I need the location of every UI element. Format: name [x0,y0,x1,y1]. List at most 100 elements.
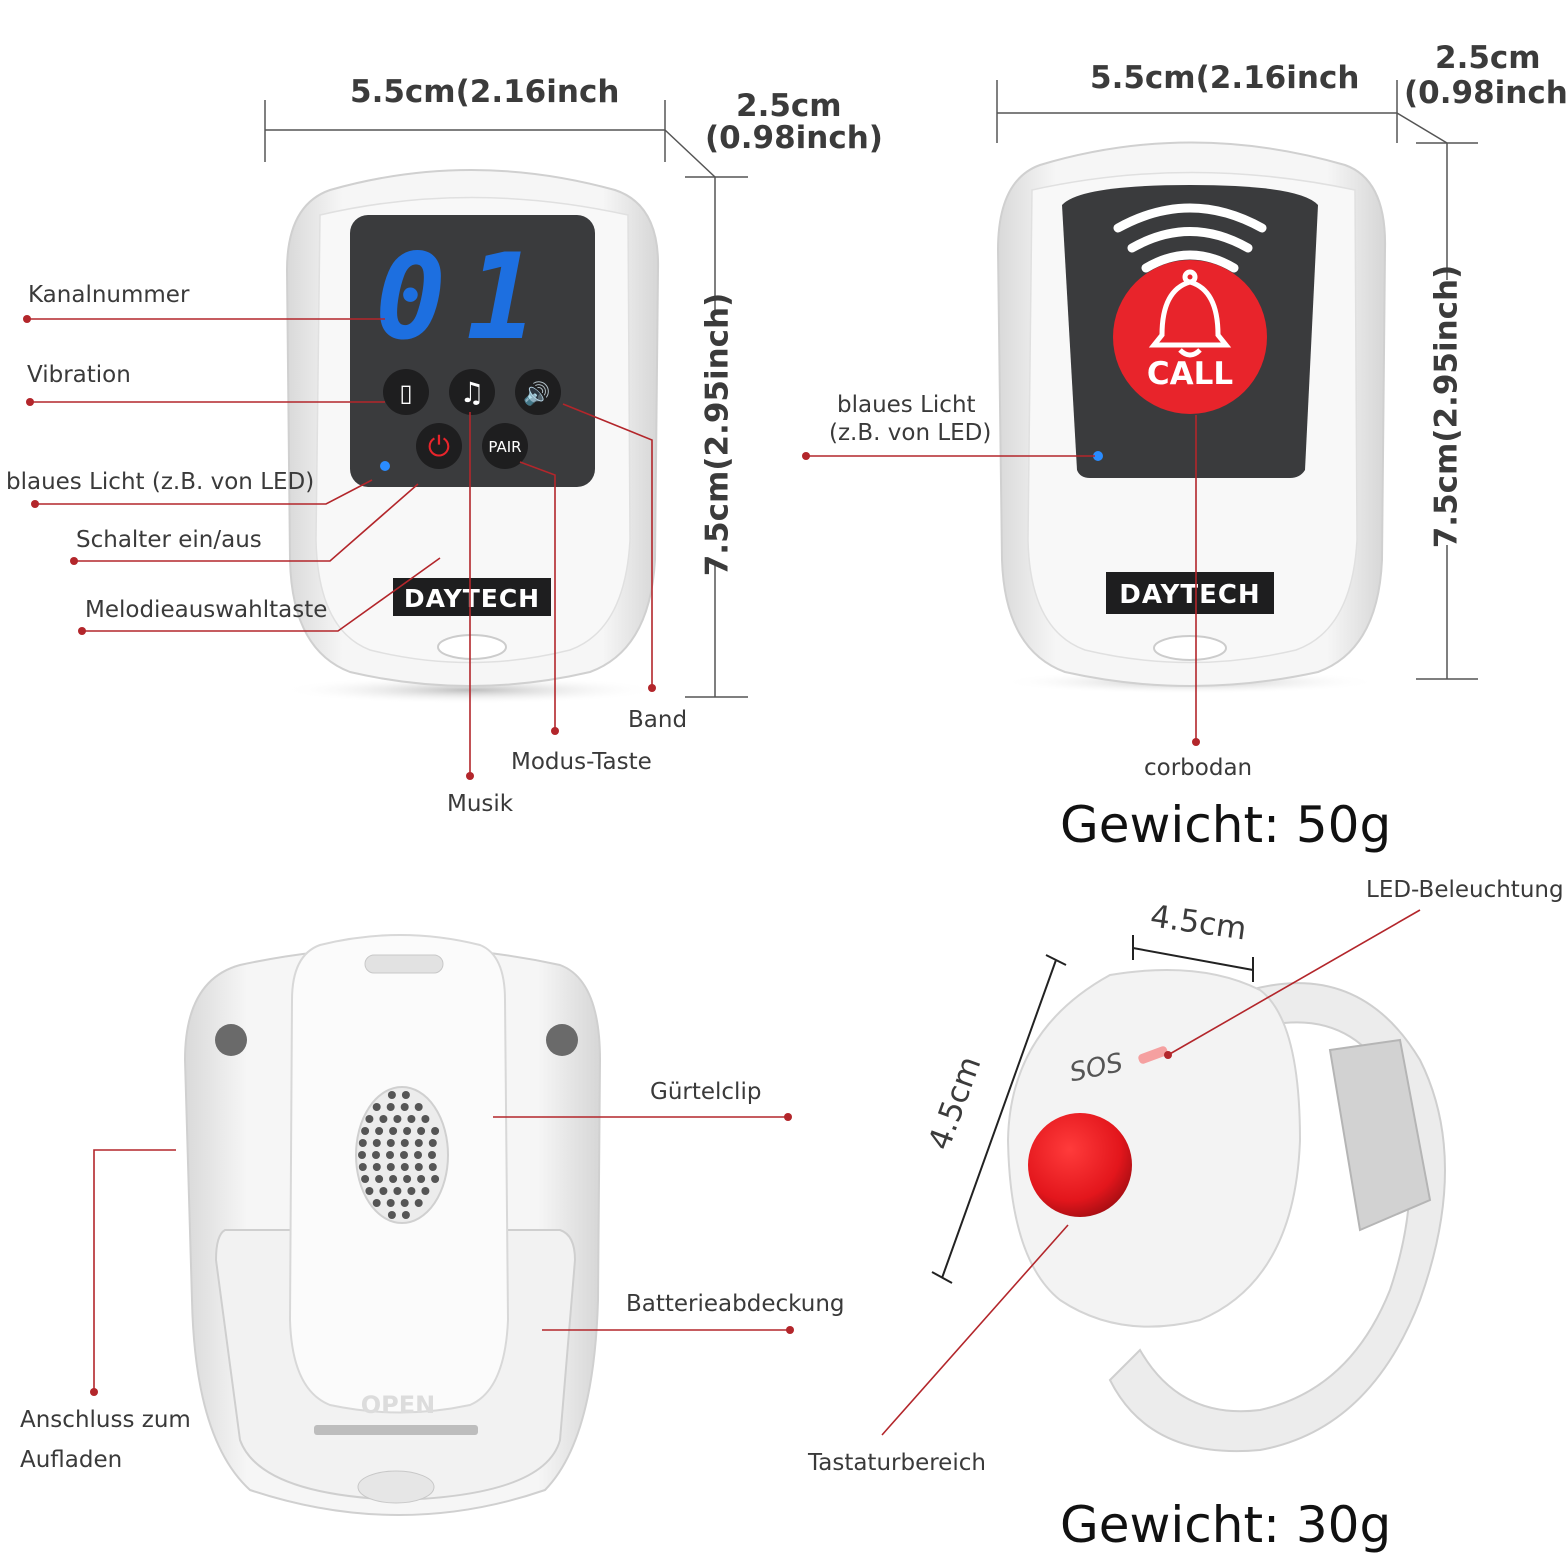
speaker-hole [431,1127,440,1135]
watch-body [1006,969,1302,1328]
pair-button[interactable] [482,423,528,469]
transmitter-width-label: 5.5cm(2.16inch [1090,60,1360,96]
speaker-hole [365,1187,374,1195]
label-keypad-area: Tastaturbereich [808,1450,986,1476]
screw-hole-right [546,1024,578,1056]
receiver-brand: DAYTECH [404,584,540,613]
transmitter-height-label: 7.5cm(2.95inch) [1428,264,1465,549]
label-vibration: Vibration [27,362,131,388]
speaker-hole [428,1151,436,1159]
transmitter-dimensions [996,80,1478,680]
speaker-hole [414,1151,422,1159]
speaker-hole [401,1091,410,1099]
channel-display: 01 [375,228,557,366]
bell-icon [1148,269,1232,358]
vibration-button[interactable] [383,369,429,415]
speaker-hole [400,1163,409,1171]
receiver-device: 01 ▯ ♫ 🔊 ⏻ PAIR DAYTECH [280,169,660,704]
speaker-hole [393,1187,402,1195]
speaker-hole [414,1199,423,1207]
receiver-lanyard-hole [437,634,507,660]
speaker-holes [358,1091,440,1219]
transmitter-device: CALL DAYTECH [996,141,1387,694]
volume-button[interactable] [515,369,561,415]
power-icon: ⏻ [428,430,450,463]
watch-leader-dots [1164,1051,1172,1059]
speaker-icon: 🔊 [523,380,550,407]
call-label: CALL [1147,356,1233,392]
speaker-hole [358,1163,367,1171]
speaker-hole [393,1115,402,1123]
speaker-hole [386,1151,394,1159]
label-led-lighting: LED-Beleuchtung [1366,877,1564,903]
label-music: Musik [447,791,514,817]
sos-watch: SOS [1006,969,1446,1453]
speaker-hole [361,1175,370,1183]
speaker-hole [414,1103,423,1111]
speaker-hole [375,1127,384,1135]
transmitter-leaders [806,415,1197,742]
transmitter-lanyard-hole [1153,635,1227,661]
label-blue-light: blaues Licht (z.B. von LED) [6,469,315,495]
speaker-hole [431,1175,440,1183]
speaker-hole [358,1151,366,1159]
vibration-icon: ▯ [399,379,412,407]
speaker-hole [386,1163,395,1171]
speaker-hole [387,1211,396,1219]
speaker-hole [417,1175,426,1183]
label-mode-button: Modus-Taste [511,749,652,775]
transmitter-blue-led [1093,451,1103,461]
label-corbodan: corbodan [1144,755,1253,781]
sos-button[interactable] [1028,1113,1132,1217]
open-label: OPEN [361,1391,435,1419]
receiver-leaders [27,318,653,776]
label-melody-button: Melodieauswahltaste [85,597,328,623]
power-button[interactable] [416,423,462,469]
speaker-hole [372,1103,381,1111]
receiver-depth-label-2: (0.98inch) [705,120,883,156]
speaker-hole [372,1151,380,1159]
speaker-hole [421,1187,430,1195]
receiver-dimensions [264,100,748,698]
speaker-hole [401,1211,410,1219]
speaker-hole [372,1163,381,1171]
transmitter-weight: Gewicht: 50g [1060,796,1392,854]
label-blue-light-1: blaues Licht [837,392,976,418]
speaker-hole [414,1139,423,1147]
label-charging-port-1: Anschluss zum [20,1407,191,1433]
speaker-hole [400,1103,409,1111]
speaker-hole [421,1115,430,1123]
receiver-width-label: 5.5cm(2.16inch [350,74,620,110]
speaker-hole [389,1175,398,1183]
label-belt-clip: Gürtelclip [650,1079,762,1105]
label-blue-light-2: (z.B. von LED) [829,420,992,446]
transmitter-leader-dots [802,452,1200,746]
transmitter-brand: DAYTECH [1119,580,1260,610]
speaker-hole [403,1127,412,1135]
back-device: OPEN [183,934,602,1516]
back-leader-dots [90,1113,794,1396]
speaker-hole [386,1199,395,1207]
watch-leaders [881,909,1421,1436]
receiver-height-label: 7.5cm(2.95inch) [699,292,736,577]
speaker-hole [365,1115,374,1123]
label-charging-port-2: Aufladen [20,1447,123,1473]
music-button[interactable] [449,369,495,415]
speaker-hole [389,1127,398,1135]
watch-weight: Gewicht: 30g [1060,1496,1392,1554]
receiver-depth-label-1: 2.5cm [736,88,842,124]
speaker-hole [400,1151,408,1159]
speaker-hole [428,1139,437,1147]
speaker-hole [387,1091,396,1099]
music-icon: ♫ [459,376,484,409]
call-button[interactable] [1113,260,1267,414]
speaker-hole [379,1187,388,1195]
speaker-hole [428,1163,437,1171]
receiver-brand-plate [393,578,551,616]
speaker-hole [386,1103,395,1111]
watch-dimensions [931,935,1254,1284]
speaker-hole [400,1199,409,1207]
transmitter-depth-label-1: 2.5cm [1435,40,1541,76]
